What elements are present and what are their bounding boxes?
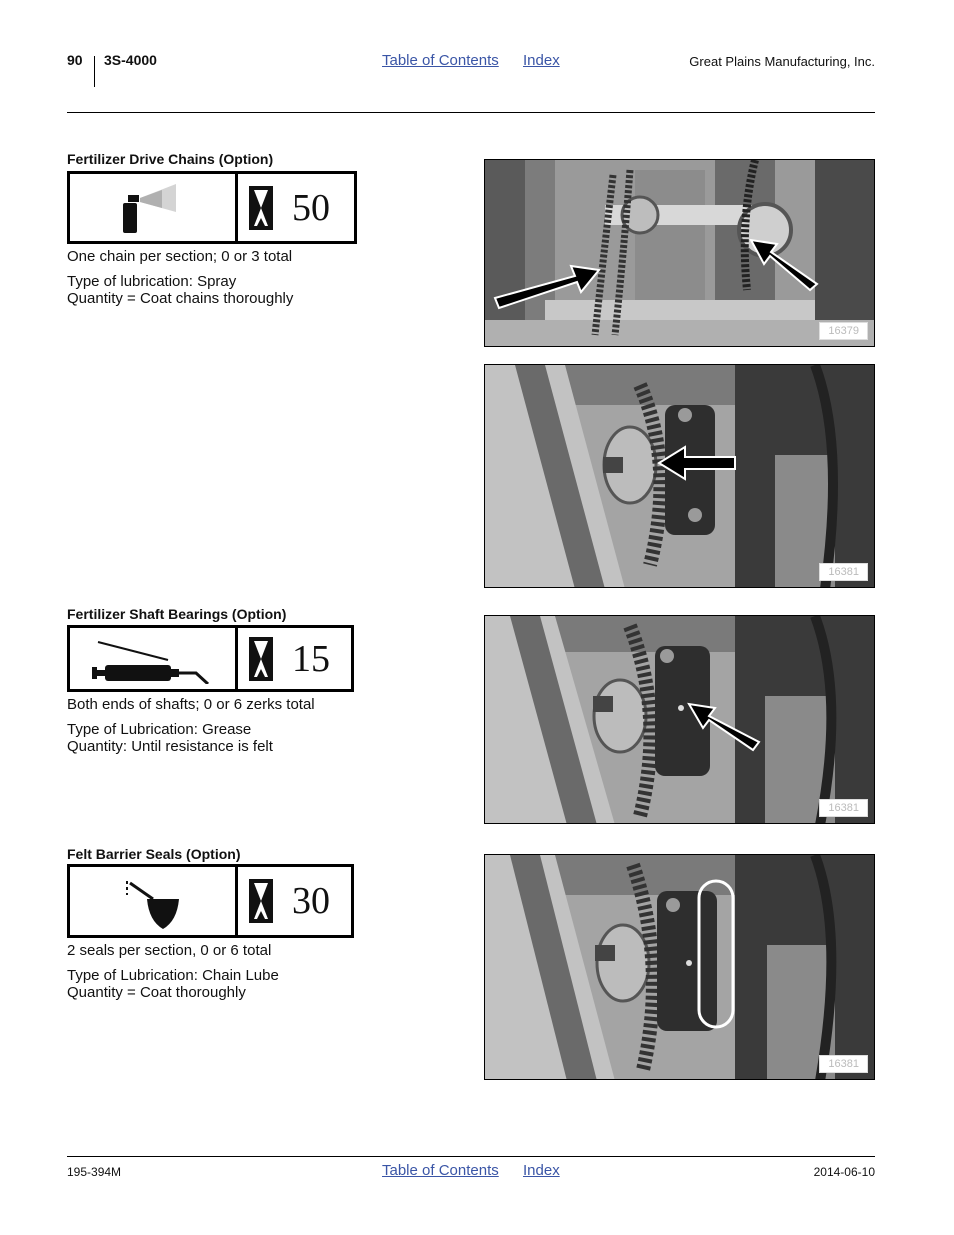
publication-date: 2014-06-10 bbox=[813, 1165, 875, 1179]
header-toc-link[interactable]: Table of Contents bbox=[382, 52, 499, 69]
photo-felt-seals: 16381 bbox=[484, 854, 875, 1080]
photo-id-label: 16379 bbox=[819, 322, 868, 340]
page-number: 90 bbox=[67, 52, 83, 68]
hours-interval: 15 bbox=[292, 637, 330, 680]
photo-id-label: 16381 bbox=[819, 1055, 868, 1073]
photo-drive-chains: 16379 bbox=[484, 159, 875, 347]
section-text-line: Type of lubrication: Spray bbox=[67, 273, 237, 290]
section-text-line: Quantity: Until resistance is felt bbox=[67, 738, 273, 755]
section-text-line: Quantity = Coat chains thoroughly bbox=[67, 290, 294, 307]
section-text-line: 2 seals per section, 0 or 6 total bbox=[67, 942, 272, 959]
lube-box-shaft-bearings: 15 bbox=[67, 625, 354, 692]
hourglass-icon bbox=[249, 879, 273, 923]
photo-bearing-zerk: 16381 bbox=[484, 615, 875, 824]
footer-rule bbox=[67, 1156, 875, 1157]
lube-box-drive-chains: 50 bbox=[67, 171, 357, 244]
section-text-line: Quantity = Coat thoroughly bbox=[67, 984, 246, 1001]
hours-interval: 50 bbox=[292, 186, 330, 229]
photo-id-label: 16381 bbox=[819, 799, 868, 817]
header-index-link[interactable]: Index bbox=[523, 52, 560, 69]
company-name: Great Plains Manufacturing, Inc. bbox=[689, 54, 875, 69]
hourglass-icon bbox=[249, 636, 273, 681]
section-title-shaft-bearings: Fertilizer Shaft Bearings (Option) bbox=[67, 606, 287, 622]
hours-interval: 30 bbox=[292, 880, 330, 922]
footer-index-link[interactable]: Index bbox=[523, 1162, 560, 1179]
section-text-line: Type of Lubrication: Chain Lube bbox=[67, 967, 279, 984]
photo-sprocket-chain: 16381 bbox=[484, 364, 875, 588]
section-text-line: Both ends of shafts; 0 or 6 zerks total bbox=[67, 696, 315, 713]
footer-toc-link[interactable]: Table of Contents bbox=[382, 1162, 499, 1179]
section-title-felt-seals: Felt Barrier Seals (Option) bbox=[67, 846, 241, 862]
spray-can-icon bbox=[70, 174, 238, 241]
hourglass-icon bbox=[249, 185, 273, 230]
oil-can-icon bbox=[70, 867, 238, 935]
header-divider bbox=[94, 56, 95, 87]
section-title-drive-chains: Fertilizer Drive Chains (Option) bbox=[67, 151, 274, 167]
part-number: 195-394M bbox=[67, 1165, 122, 1179]
photo-id-label: 16381 bbox=[819, 563, 868, 581]
lube-box-felt-seals: 30 bbox=[67, 864, 354, 938]
model-name: 3S-4000 bbox=[104, 52, 157, 68]
header-rule bbox=[67, 112, 875, 113]
grease-gun-icon bbox=[70, 628, 238, 689]
section-text-line: One chain per section; 0 or 3 total bbox=[67, 248, 293, 265]
section-text-line: Type of Lubrication: Grease bbox=[67, 721, 252, 738]
